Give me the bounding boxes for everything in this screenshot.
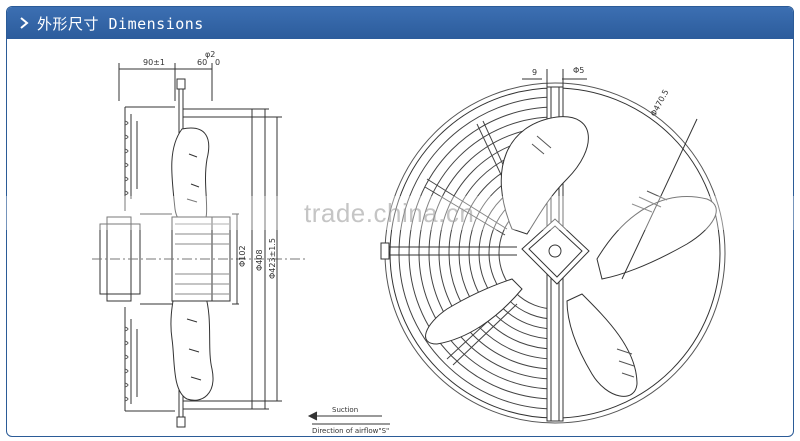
front-view bbox=[380, 69, 726, 424]
dim-phi423: Φ423±1.5 bbox=[268, 238, 277, 279]
suction-label: Suction bbox=[332, 406, 358, 414]
airflow-direction-label: Direction of airflow"S" bbox=[312, 427, 389, 435]
dim-phi102: Φ102 bbox=[238, 245, 247, 267]
dim-phi470: Φ470.5 bbox=[649, 88, 671, 118]
dim-90: 90±1 bbox=[143, 58, 165, 67]
side-view bbox=[92, 63, 390, 428]
dim-phi408: Φ408 bbox=[255, 249, 264, 271]
dim-9: 9 bbox=[532, 68, 537, 77]
watermark-text: trade.china.cn bbox=[304, 198, 475, 228]
panel-title: 外形尺寸 Dimensions bbox=[37, 14, 204, 33]
dimensions-panel: 外形尺寸 Dimensions bbox=[6, 6, 794, 437]
panel-header: 外形尺寸 Dimensions bbox=[7, 7, 793, 39]
chevron-right-icon bbox=[17, 7, 31, 39]
dim-phi5: Φ5 bbox=[573, 66, 584, 75]
dim-0: 0 bbox=[215, 58, 220, 67]
dim-phi2: φ2 bbox=[205, 50, 215, 59]
dim-60: 60 bbox=[197, 58, 207, 67]
watermark-band bbox=[0, 196, 800, 230]
dimension-drawing: 90±1 60 φ2 0 Φ102 Φ408 Φ423±1.5 9 Φ5 Φ47… bbox=[92, 50, 726, 435]
